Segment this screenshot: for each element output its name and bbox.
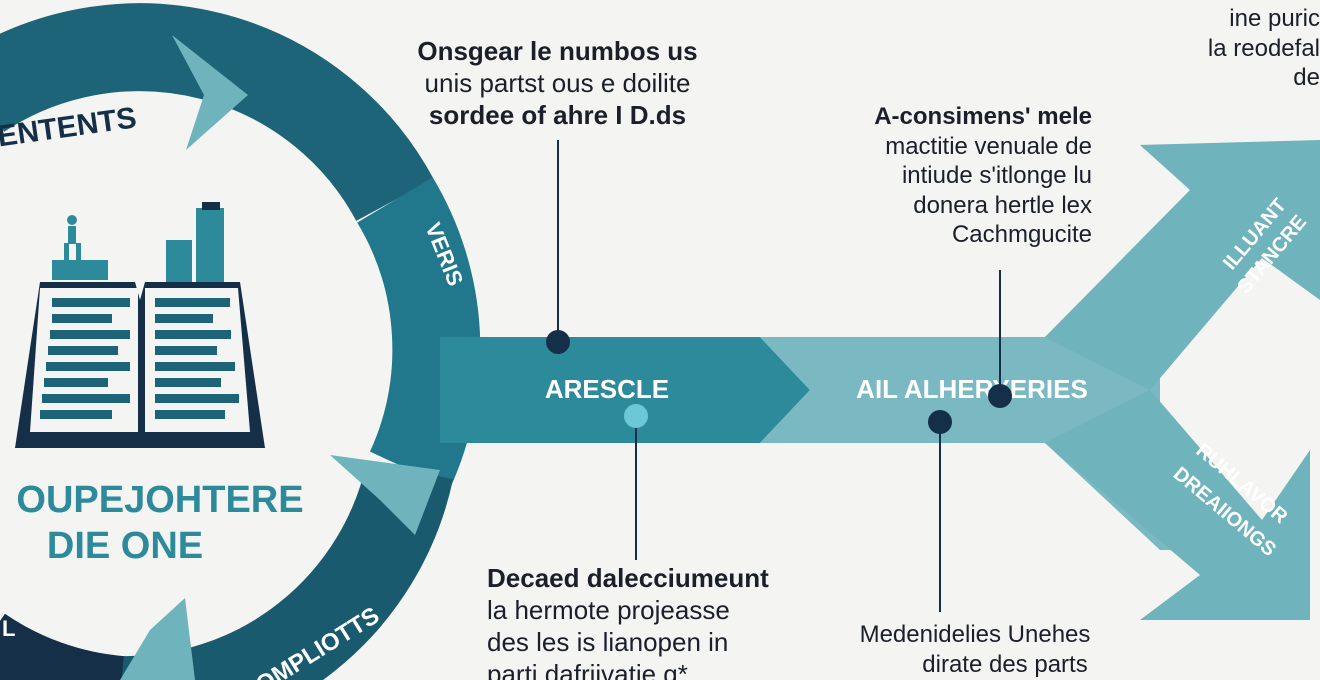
cycle-title-line-2: DIE ONE bbox=[47, 525, 203, 567]
note-top-right-line-3: de bbox=[1293, 64, 1320, 92]
cycle-arc-left-bottom bbox=[0, 613, 125, 680]
callout-dot-top-center bbox=[546, 330, 570, 354]
note-bottom-center-line-1: Decaed dalecciumeunt bbox=[487, 563, 769, 593]
cycle-arrowhead-top bbox=[172, 35, 248, 150]
cycle-ring bbox=[0, 3, 481, 680]
book-icon bbox=[15, 202, 265, 448]
callout-connectors bbox=[557, 140, 1001, 612]
cycle-arc-top bbox=[0, 3, 434, 222]
flow-stage-1-label: ARESCLE bbox=[545, 374, 669, 404]
note-bottom-center-line-2: la hermote projeasse bbox=[487, 594, 730, 625]
note-top-center-line-1: Onsgear le numbos us bbox=[417, 36, 698, 66]
note-bottom-center-line-3: des les is lianopen in bbox=[487, 626, 729, 657]
callout-dot-right-mid bbox=[988, 384, 1012, 408]
note-top-right: ine puric la reodefal de bbox=[1100, 4, 1320, 93]
note-right-mid-line-2: mactitie venuale de bbox=[885, 132, 1092, 160]
note-bottom-center-line-4: parti dafrijvatie g* bbox=[487, 658, 688, 680]
note-top-center-line-2: unis partst ous e doilite bbox=[424, 67, 691, 98]
note-top-center-line-3: sordee of ahre I D.ds bbox=[428, 99, 687, 130]
note-top-right-line-2: la reodefal bbox=[1207, 34, 1320, 62]
note-right-mid: A-consimens' mele mactitie venuale de in… bbox=[780, 102, 1092, 250]
cycle-arc-bottom bbox=[120, 460, 454, 680]
cycle-arrowhead-right bbox=[330, 455, 440, 535]
figure-icon bbox=[64, 215, 81, 261]
bar-chart-bar-2 bbox=[196, 208, 224, 282]
note-top-right-line-1: ine puric bbox=[1229, 5, 1320, 32]
bar-chart-bar-1 bbox=[166, 240, 192, 282]
note-bottom-right-line-1: Medenidelies Unehes bbox=[859, 621, 1091, 648]
flow-branch-down-arrow bbox=[1045, 390, 1310, 620]
cycle-title-line-1: OUPEJOHTERE bbox=[16, 479, 303, 521]
callout-dot-bottom-center bbox=[624, 404, 648, 428]
flow-branch-up-arrow bbox=[1045, 140, 1320, 390]
cycle-arc-right bbox=[356, 177, 481, 489]
note-right-mid-line-5: Cachmgucite bbox=[951, 221, 1092, 249]
note-bottom-right-line-2: dirate des parts bbox=[922, 650, 1088, 678]
book-text-lines bbox=[40, 298, 239, 419]
note-top-center: Onsgear le numbos us unis partst ous e d… bbox=[390, 36, 725, 132]
note-right-mid-line-3: intiude s'itlonge lu bbox=[901, 162, 1092, 190]
flow-stage-1-band bbox=[440, 337, 810, 443]
note-bottom-right: Medenidelies Unehes dirate des parts bbox=[812, 620, 1138, 680]
flow-stage-2-label: AIL ALHERYERIES bbox=[856, 374, 1088, 404]
note-right-mid-line-4: donera hertle lex bbox=[913, 191, 1092, 219]
cycle-label-left-bottom: L bbox=[2, 616, 15, 641]
note-bottom-center: Decaed dalecciumeunt la hermote projeass… bbox=[487, 563, 817, 680]
callout-dot-bottom-right bbox=[928, 410, 952, 434]
note-right-mid-line-1: A-consimens' mele bbox=[874, 103, 1092, 130]
cycle-arrowhead-bottom bbox=[120, 598, 195, 680]
